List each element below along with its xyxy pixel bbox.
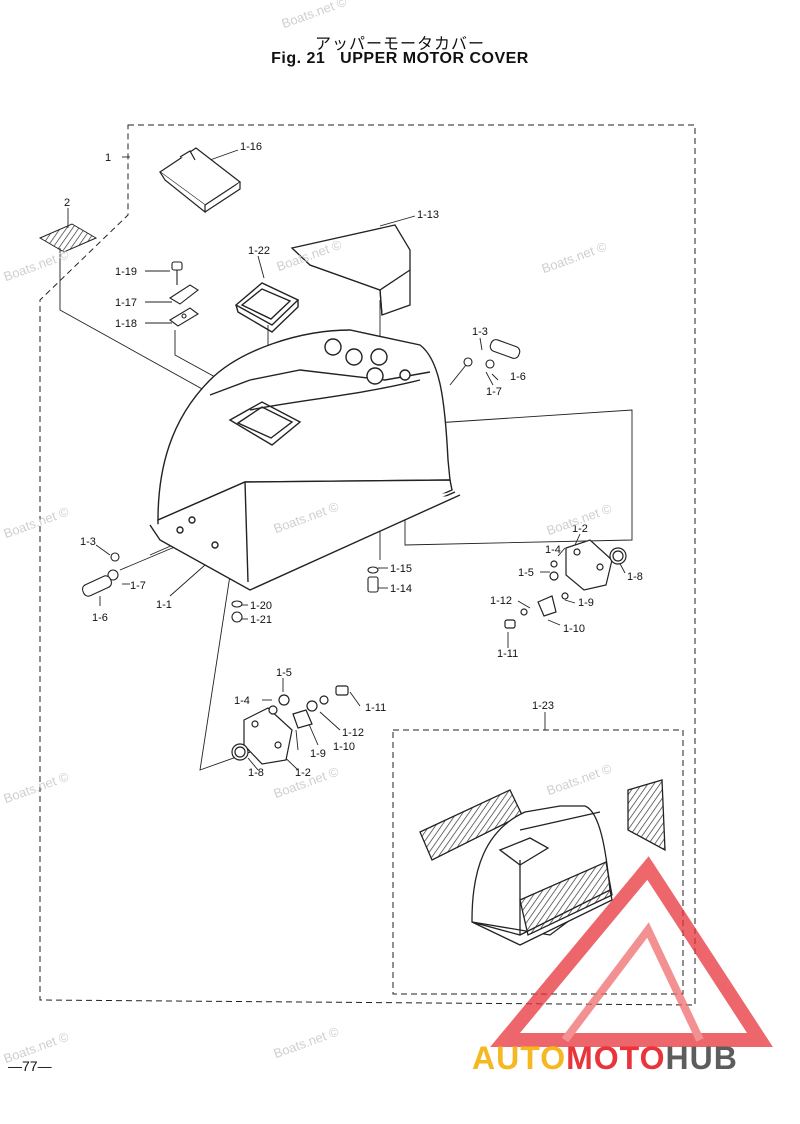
callout-1-13: 1-13 (417, 209, 439, 221)
callout-1-6-upper: 1-6 (510, 371, 526, 383)
figure-name: UPPER MOTOR COVER (340, 50, 529, 67)
callout-1-4-right: 1-4 (545, 544, 561, 556)
bracket-assembly-right (504, 539, 627, 629)
title-japanese: アッパーモータカバー (314, 34, 485, 53)
callout-1-12-lower: 1-12 (342, 727, 364, 739)
callout-1-8-lower: 1-8 (248, 767, 264, 779)
callout-2: 2 (64, 197, 70, 209)
callout-1-10-right: 1-10 (563, 623, 585, 635)
callout-1-22: 1-22 (248, 245, 270, 257)
fastener-set-left (81, 552, 120, 597)
brand-part-auto: AUTO (472, 1040, 567, 1076)
decal-set-part-1-23 (419, 779, 666, 946)
figure-title: Fig. 21 UPPER MOTOR COVER (0, 50, 800, 68)
callout-1-19: 1-19 (115, 266, 137, 278)
figure-number: Fig. 21 (271, 50, 326, 67)
bracket-assembly-lower (231, 685, 349, 765)
callout-1-18: 1-18 (115, 318, 137, 330)
grommet-part-1-22 (234, 282, 300, 333)
callout-1-1: 1-1 (156, 599, 172, 611)
brand-part-hub: HUB (665, 1040, 738, 1076)
callout-1-7-upper: 1-7 (486, 386, 502, 398)
cover-plate-part-1-16 (158, 147, 242, 214)
callout-1-16: 1-16 (240, 141, 262, 153)
brand-wordmark: AUTOMOTOHUB (472, 1040, 738, 1077)
callout-1-5-lower: 1-5 (276, 667, 292, 679)
callout-labels: 1 2 1-16 1-13 1-22 1-19 1-17 1-18 1-3 1-… (64, 141, 643, 779)
label-decal-part-2 (38, 223, 98, 253)
fastener-set-upper-right (463, 339, 521, 369)
page-number: —77— (8, 1058, 52, 1074)
bolts-center (231, 566, 379, 623)
top-cap-part-1-13 (290, 224, 411, 316)
callout-1-6-left: 1-6 (92, 612, 108, 624)
brand-part-moto: MOTO (566, 1040, 666, 1076)
callout-1-20: 1-20 (250, 600, 272, 612)
assembly-boundary (39, 124, 696, 1006)
automotohub-logo-icon (490, 856, 773, 1047)
callout-1-10-lower: 1-10 (333, 741, 355, 753)
callout-1-11-right: 1-11 (497, 648, 518, 660)
callout-1-8-right: 1-8 (627, 571, 643, 583)
callout-1-9-right: 1-9 (578, 597, 594, 609)
callout-1-15: 1-15 (390, 563, 412, 575)
callout-1-2-right: 1-2 (572, 523, 588, 535)
callout-1-3-left: 1-3 (80, 536, 96, 548)
callout-1-23: 1-23 (532, 700, 554, 712)
latch-hardware (168, 261, 199, 327)
callout-1-2-lower: 1-2 (295, 767, 311, 779)
callout-1-21: 1-21 (250, 614, 272, 626)
callout-1-3-upper: 1-3 (472, 326, 488, 338)
upper-motor-cover-part-1-1 (149, 329, 461, 591)
callout-1-11-lower: 1-11 (365, 702, 386, 714)
callout-1-17: 1-17 (115, 297, 137, 309)
callout-1-12-right: 1-12 (490, 595, 512, 607)
callout-1: 1 (105, 152, 111, 164)
callout-1-7-left: 1-7 (130, 580, 146, 592)
callout-1-14: 1-14 (390, 583, 412, 595)
callout-1-4-lower: 1-4 (234, 695, 250, 707)
callout-1-5-right: 1-5 (518, 567, 534, 579)
callout-1-9-lower: 1-9 (310, 748, 326, 760)
